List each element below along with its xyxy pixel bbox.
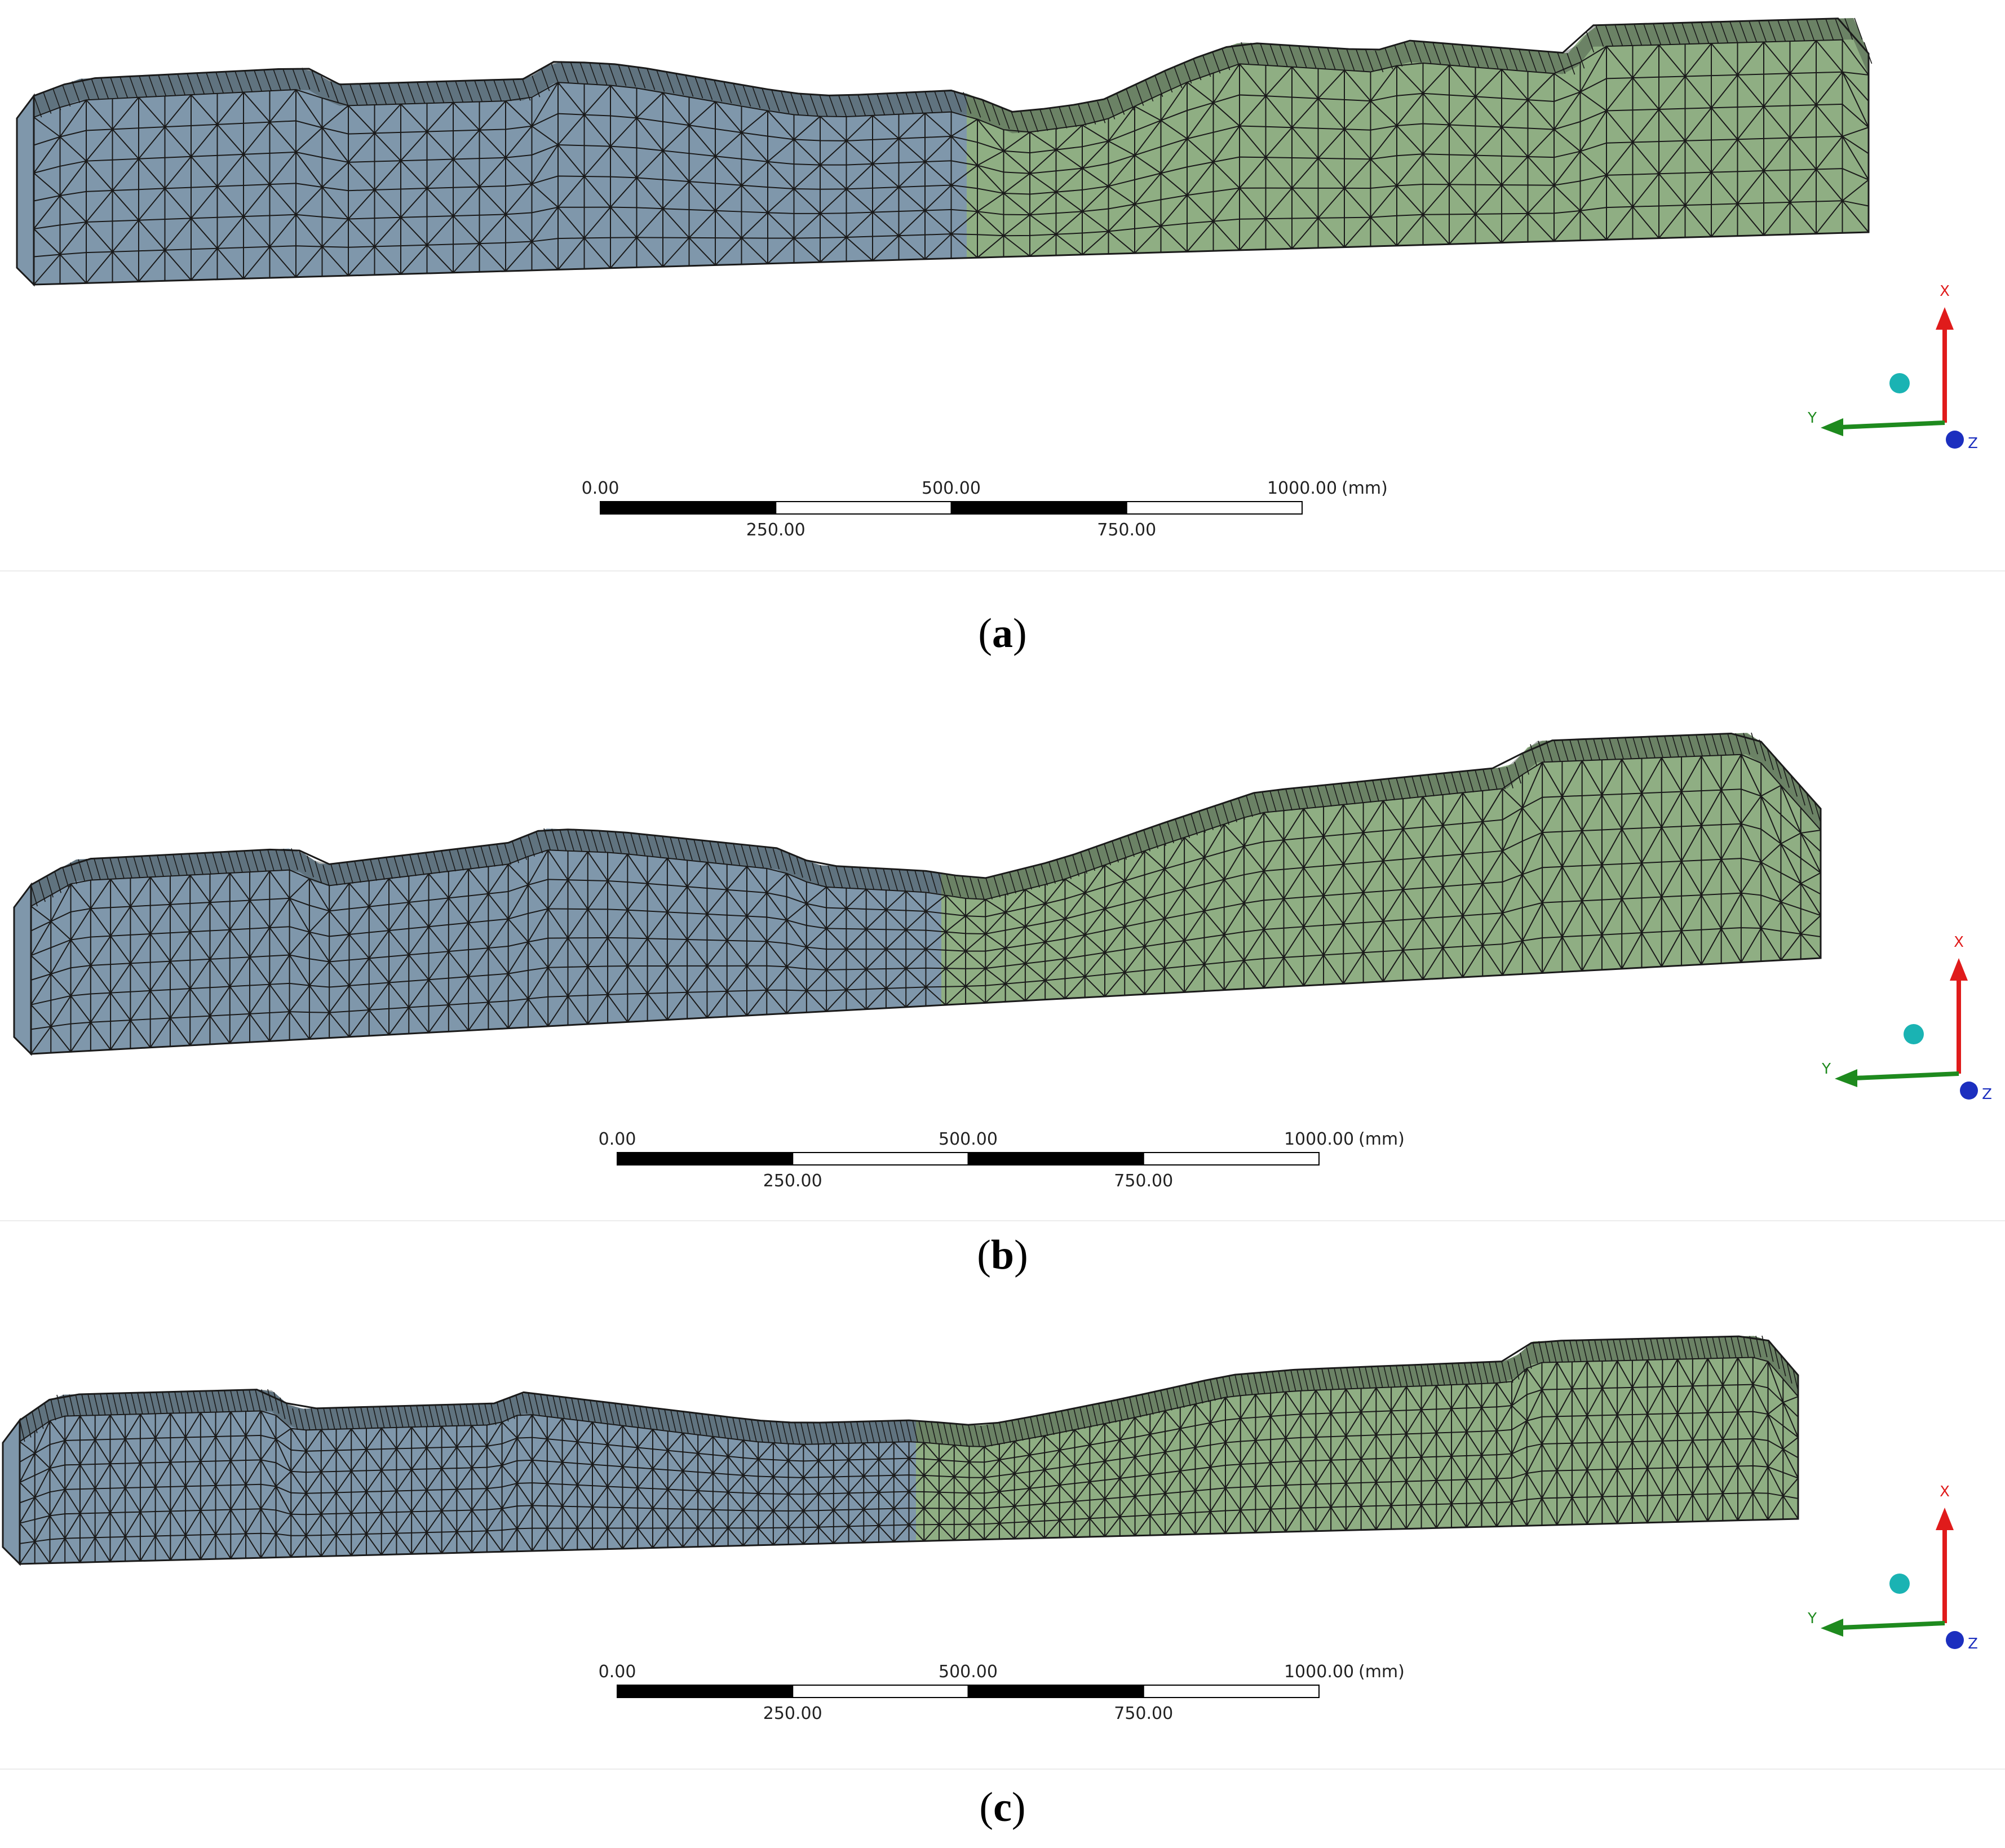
mesh-top-hatch: [30, 732, 1821, 907]
axis-z-marker: [1946, 431, 1964, 449]
mesh-top-face: [20, 1336, 1798, 1447]
mesh-top-face: [34, 18, 1869, 134]
scale-label-top: 0.00: [599, 1129, 636, 1149]
axis-y-label: Y: [1821, 1061, 1831, 1078]
scale-label-bottom: 250.00: [763, 1704, 822, 1723]
caption-c: (c): [979, 1784, 1026, 1831]
scale-unit: (mm): [1358, 1129, 1405, 1149]
scale-label-top: 1000.00: [1284, 1662, 1354, 1682]
mesh-view-c: X Y Z 0.00 500.00 1000.00(mm) 250.00 750.00: [2, 1335, 1978, 1723]
mesh-left-body: [31, 828, 941, 1054]
scale-bar-segment: [775, 501, 952, 515]
scale-bar-segment: [600, 501, 777, 515]
axis-x-label: X: [1940, 283, 1950, 300]
scale-label-top: 500.00: [922, 478, 981, 498]
caption-a: (a): [978, 610, 1027, 657]
panel-c: X Y Z 0.00 500.00 1000.00(mm) 250.00 750.00: [0, 1291, 2005, 1770]
scale-bar-c: 0.00 500.00 1000.00(mm) 250.00 750.00: [599, 1662, 1405, 1723]
caption-letter: b: [990, 1232, 1015, 1278]
mesh-left-body: [34, 61, 967, 285]
axis-x-label: X: [1940, 1483, 1950, 1500]
scale-unit: (mm): [1342, 478, 1388, 498]
axis-triad-b: X Y Z: [1821, 934, 1992, 1103]
scale-bar-segment: [1126, 501, 1303, 515]
view-center-ball: [1904, 1024, 1924, 1044]
scale-label-top: 500.00: [939, 1662, 998, 1682]
scale-bar-segment: [792, 1152, 969, 1165]
axis-z-label: Z: [1982, 1086, 1992, 1103]
mesh-top-hatch: [33, 17, 1873, 134]
axis-y-line: [1840, 420, 1945, 429]
scale-bar-segment: [792, 1685, 969, 1698]
axis-triad-c: X Y Z: [1807, 1483, 1978, 1652]
view-center-ball: [1889, 1574, 1910, 1594]
caption-b: (b): [977, 1232, 1028, 1278]
scale-bar-segment: [1143, 1685, 1320, 1698]
scale-bar-segment: [967, 1152, 1144, 1165]
mesh-outline: [33, 17, 1870, 286]
scale-label-bottom: 750.00: [1097, 520, 1156, 540]
mesh-left-end-face: [16, 93, 35, 287]
scale-label-bottom: 750.00: [1114, 1704, 1173, 1723]
scale-label-top: 0.00: [582, 478, 619, 498]
scale-bar-segment: [617, 1685, 794, 1698]
axis-y-arrow: [1821, 418, 1843, 436]
mesh-lines: [33, 39, 1869, 285]
caption-letter: c: [993, 1784, 1012, 1831]
mesh-lines: [19, 1357, 1799, 1565]
panel-a: X Y Z 0.00 500.00 1000.00(mm) 250.00 750.00: [0, 0, 2005, 569]
panel-separator: [0, 570, 2005, 571]
panel-b: X Y Z 0.00 500.00 1000.00(mm) 250.00 750.00: [0, 679, 2005, 1220]
axis-y-arrow: [1821, 1619, 1843, 1637]
axis-x-arrow: [1936, 307, 1954, 330]
mesh-outline: [19, 1335, 1799, 1565]
axis-y-label: Y: [1807, 410, 1817, 427]
mesh-view-b: X Y Z 0.00 500.00 1000.00(mm) 250.00 750.00: [13, 732, 1992, 1191]
scale-bar-segment: [1143, 1152, 1320, 1165]
scale-label-top: 500.00: [939, 1129, 998, 1149]
axis-y-label: Y: [1807, 1610, 1817, 1627]
mesh-left-end-face: [13, 882, 32, 1056]
scale-bar-a: 0.00 500.00 1000.00(mm) 250.00 750.00: [582, 478, 1388, 540]
axis-y-line: [1854, 1071, 1959, 1080]
mesh-right-body: [916, 1336, 1798, 1541]
axis-z-marker: [1960, 1082, 1978, 1100]
caption-letter: a: [992, 610, 1013, 657]
scale-label-bottom: 250.00: [746, 520, 805, 540]
axis-z-label: Z: [1968, 1636, 1978, 1652]
scale-bar-b: 0.00 500.00 1000.00(mm) 250.00 750.00: [599, 1129, 1405, 1191]
scale-bar-segment: [967, 1685, 1144, 1698]
scale-label-top: 0.00: [599, 1662, 636, 1682]
axis-y-arrow: [1835, 1069, 1857, 1087]
scale-label-top: 1000.00: [1267, 478, 1337, 498]
scale-unit: (mm): [1358, 1662, 1405, 1682]
mesh-body-b: [13, 732, 1822, 1056]
axis-triad-a: X Y Z: [1807, 283, 1978, 452]
mesh-view-a: X Y Z 0.00 500.00 1000.00(mm) 250.00 750.00: [16, 17, 1978, 540]
axis-y-line: [1840, 1621, 1945, 1630]
mesh-left-end-face: [2, 1417, 21, 1566]
scale-label-bottom: 250.00: [763, 1171, 822, 1191]
scale-label-top: 1000.00: [1284, 1129, 1354, 1149]
panel-separator: [0, 1220, 2005, 1221]
scale-bar-segment: [950, 501, 1127, 515]
axis-z-label: Z: [1968, 435, 1978, 452]
view-center-ball: [1889, 373, 1910, 393]
mesh-body-c: [2, 1335, 1799, 1566]
axis-x-arrow: [1950, 958, 1968, 981]
axis-z-marker: [1946, 1631, 1964, 1649]
mesh-body-a: [16, 17, 1873, 287]
panel-separator: [0, 1769, 2005, 1770]
mesh-top-face: [31, 733, 1821, 906]
axis-x-arrow: [1936, 1508, 1954, 1530]
scale-bar-segment: [617, 1152, 794, 1165]
mesh-outline: [30, 732, 1822, 1055]
axis-x-label: X: [1954, 934, 1964, 951]
scale-label-bottom: 750.00: [1114, 1171, 1173, 1191]
